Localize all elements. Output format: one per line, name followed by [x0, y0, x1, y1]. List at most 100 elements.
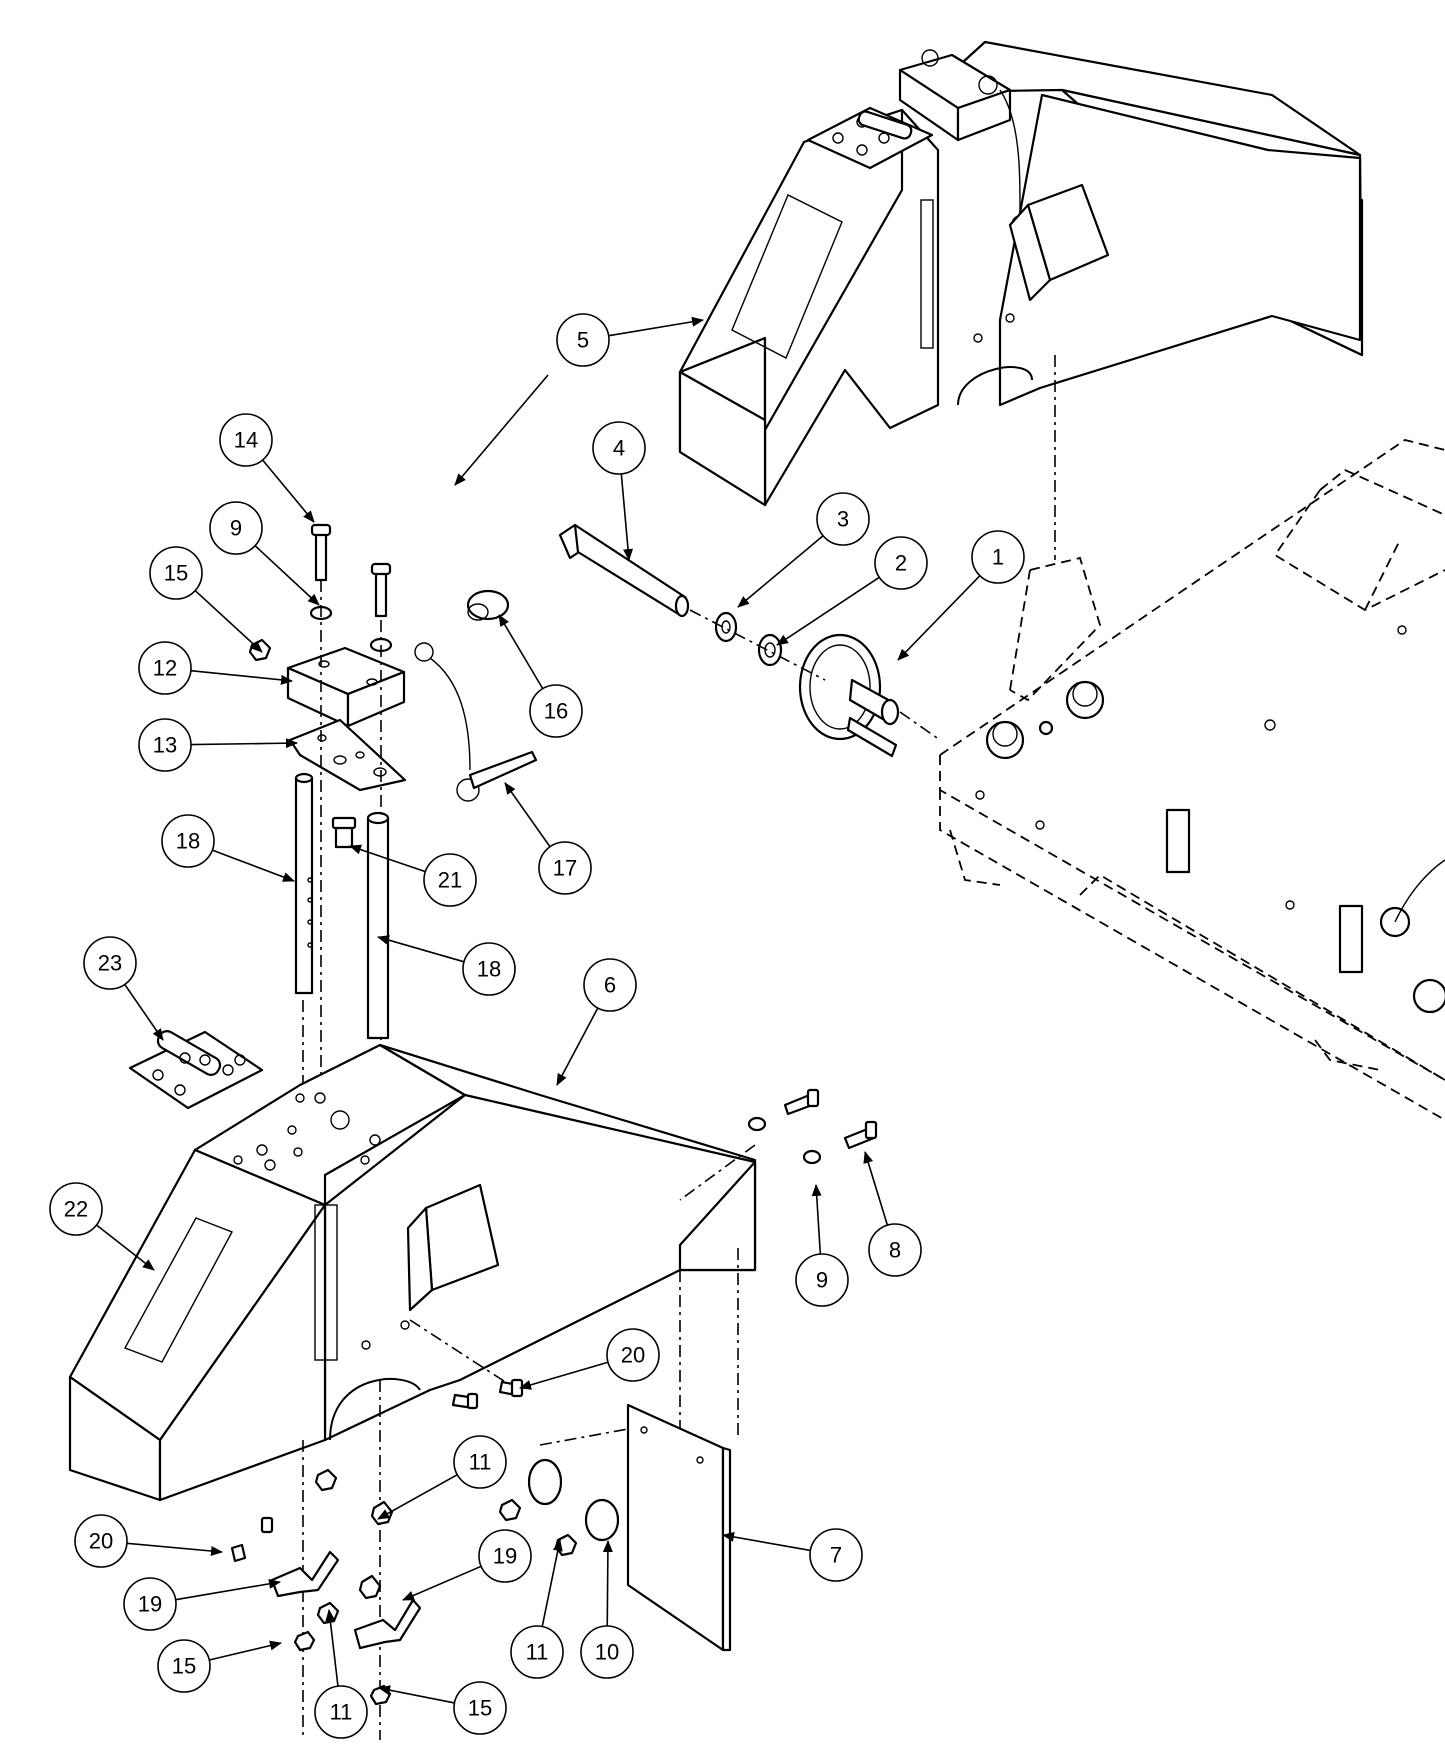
callout-circle — [453, 1435, 507, 1489]
callout-c14: 14 — [219, 413, 315, 523]
callout-number: 17 — [553, 856, 577, 881]
callout-number: 18 — [477, 957, 501, 982]
callout-c11c: 11 — [314, 1609, 368, 1739]
callout-c23: 23 — [83, 936, 164, 1041]
callout-c10: 10 — [580, 1540, 634, 1679]
callout-c20a: 20 — [519, 1328, 660, 1390]
callout-leader — [504, 782, 551, 848]
callout-leader — [722, 1531, 811, 1552]
callout-number: 4 — [613, 436, 625, 461]
callout-c20b: 20 — [74, 1514, 223, 1568]
upper-blade-guard — [678, 40, 1364, 507]
callout-circle — [453, 1681, 507, 1735]
callout-leader — [377, 1473, 458, 1520]
callout-circle — [583, 958, 637, 1012]
callout-circle — [423, 853, 477, 907]
callout-c1: 1 — [897, 530, 1025, 661]
callout-number: 20 — [89, 1529, 113, 1554]
callout-c4: 4 — [592, 421, 646, 561]
callout-circle — [149, 546, 203, 600]
callout-c11a: 11 — [377, 1435, 507, 1520]
callout-number: 14 — [234, 428, 258, 453]
callout-leader — [377, 935, 465, 963]
callout-leader — [498, 614, 544, 690]
callout-c6: 6 — [556, 958, 637, 1086]
callout-leader — [541, 1539, 563, 1627]
callout-circle — [580, 1625, 634, 1679]
callout-circle — [462, 942, 516, 996]
callout-leader — [261, 459, 315, 523]
callout-circle — [592, 421, 646, 475]
callout-number: 15 — [468, 1696, 492, 1721]
callout-circle — [795, 1253, 849, 1307]
callout-circle — [219, 413, 273, 467]
lift-handle-parts — [248, 523, 538, 1130]
callout-c16: 16 — [498, 614, 583, 738]
callout-circle — [123, 1577, 177, 1631]
callout-c18b: 18 — [377, 935, 516, 996]
callout-leader — [190, 738, 298, 749]
callout-circle — [478, 1529, 532, 1583]
callout-number: 13 — [153, 733, 177, 758]
callout-leader — [608, 316, 704, 337]
callout-circle — [538, 841, 592, 895]
callout-circle — [49, 1182, 103, 1236]
callout-number: 12 — [153, 656, 177, 681]
callout-c17: 17 — [504, 782, 592, 895]
callout-circle — [209, 501, 263, 555]
callout-circle — [510, 1625, 564, 1679]
callout-c19a: 19 — [123, 1577, 281, 1631]
callout-c21: 21 — [349, 844, 477, 907]
assembly-direction-arrow — [454, 374, 549, 486]
callout-c2: 2 — [776, 536, 928, 646]
callout-number: 6 — [604, 973, 616, 998]
callout-leader — [95, 1224, 155, 1271]
callout-circle — [138, 718, 192, 772]
callout-circle — [809, 1528, 863, 1582]
callout-number: 23 — [98, 951, 122, 976]
callout-number: 19 — [493, 1544, 517, 1569]
callout-bubbles: 1234567899101111111213141515151617181819… — [49, 313, 1025, 1739]
callout-leader — [325, 1609, 339, 1687]
callout-circle — [874, 536, 928, 590]
callout-circle — [556, 313, 610, 367]
callout-circle — [157, 1639, 211, 1693]
callout-c11b: 11 — [510, 1539, 564, 1679]
callout-number: 21 — [438, 868, 462, 893]
callout-leader — [378, 1685, 455, 1704]
callout-number: 5 — [577, 328, 589, 353]
callout-number: 11 — [469, 1450, 492, 1475]
callout-circle — [138, 641, 192, 695]
callout-number: 9 — [230, 516, 242, 541]
callout-number: 8 — [889, 1238, 901, 1263]
callout-leader — [175, 1578, 281, 1601]
callout-number: 18 — [176, 829, 200, 854]
callout-c5: 5 — [556, 313, 704, 367]
callout-c15a: 15 — [149, 546, 263, 653]
callout-circle — [816, 492, 870, 546]
callout-number: 15 — [164, 561, 188, 586]
callout-leader — [620, 473, 634, 561]
callout-leader — [209, 1640, 282, 1661]
callout-c12: 12 — [138, 641, 293, 695]
callout-leader — [349, 844, 426, 873]
callout-number: 1 — [992, 545, 1004, 570]
callout-leader — [212, 849, 295, 882]
callout-number: 22 — [64, 1197, 88, 1222]
callout-leader — [124, 983, 164, 1041]
callout-c3: 3 — [737, 492, 870, 608]
callout-c22: 22 — [49, 1182, 155, 1271]
callout-c15b: 15 — [157, 1639, 282, 1693]
callout-number: 19 — [138, 1592, 162, 1617]
callout-number: 10 — [595, 1640, 619, 1665]
callout-number: 3 — [837, 507, 849, 532]
callout-leader — [897, 575, 981, 661]
arbor-parts — [558, 523, 941, 758]
callout-circle — [529, 684, 583, 738]
callout-c8: 8 — [863, 1151, 922, 1277]
callout-circle — [83, 936, 137, 990]
lower-hardware — [230, 1088, 878, 1740]
saw-frame-phantom — [939, 439, 1445, 1121]
callout-c15c: 15 — [378, 1681, 507, 1735]
callout-circle — [868, 1223, 922, 1277]
